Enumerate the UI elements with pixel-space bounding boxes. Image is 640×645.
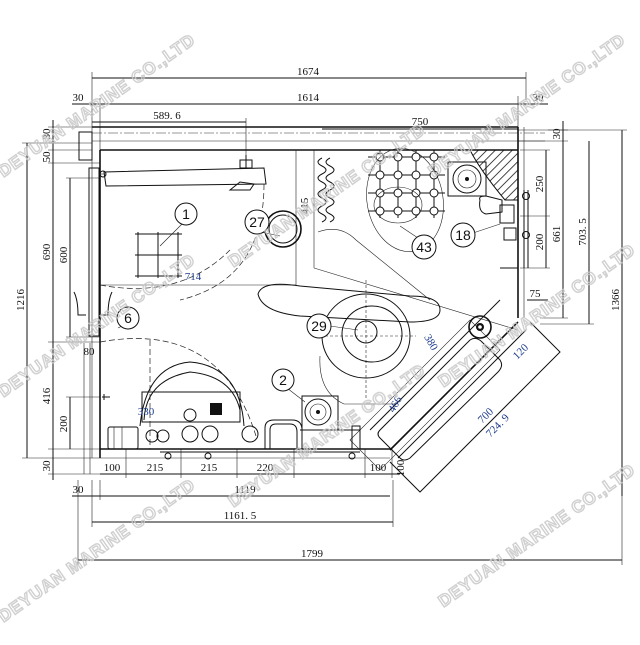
dim-1366: 1366 xyxy=(610,289,622,312)
dim-right-200: 200 xyxy=(534,233,546,250)
dim-416: 416 xyxy=(41,387,53,404)
svg-text:DEYUAN MARINE CO.,LTD: DEYUAN MARINE CO.,LTD xyxy=(435,460,639,611)
callout-1: 1 xyxy=(174,202,198,226)
floor-grating-1 xyxy=(135,232,182,278)
dim-330: 330 xyxy=(138,406,155,418)
dim-left-50: 50 xyxy=(41,151,53,163)
svg-text:43: 43 xyxy=(416,239,432,255)
pipe-arm xyxy=(103,155,267,191)
svg-text:18: 18 xyxy=(455,227,471,243)
callout-43: 43 xyxy=(411,234,437,260)
hatched-corner xyxy=(469,149,519,201)
dim-661: 661 xyxy=(551,226,563,243)
callout-18: 18 xyxy=(450,222,476,248)
callout-27: 27 xyxy=(244,209,270,235)
dim-1119: 1119 xyxy=(234,484,256,496)
dim-1161-5: 1161. 5 xyxy=(224,510,257,522)
svg-text:DEYUAN MARINE CO.,LTD: DEYUAN MARINE CO.,LTD xyxy=(425,30,629,181)
right-dimension-lines xyxy=(518,121,627,496)
dim-bottom-100a: 100 xyxy=(104,462,121,474)
dim-bottom-220: 220 xyxy=(257,462,274,474)
diagonal-panel xyxy=(349,299,561,493)
winch-machinery xyxy=(102,361,361,460)
outlet-fitting xyxy=(468,315,492,339)
top-dimension-lines xyxy=(72,72,548,160)
svg-text:6: 6 xyxy=(124,310,132,326)
room-outline xyxy=(73,126,545,474)
dim-120: 120 xyxy=(511,341,532,362)
svg-text:DEYUAN MARINE CO.,LTD: DEYUAN MARINE CO.,LTD xyxy=(225,360,429,511)
dim-bottom-215a: 215 xyxy=(147,462,164,474)
dim-top-left-30: 30 xyxy=(73,92,85,104)
dim-top-right-30: 30 xyxy=(533,92,545,104)
valve-assembly-18 xyxy=(479,190,530,269)
dim-690: 690 xyxy=(41,243,53,260)
dim-bottom-215b: 215 xyxy=(201,462,218,474)
dim-left-200: 200 xyxy=(58,415,70,432)
dim-bottom-left-30: 30 xyxy=(73,484,85,496)
callout-6: 6 xyxy=(116,306,140,330)
dim-1674: 1674 xyxy=(297,66,320,78)
dim-left-top-30: 30 xyxy=(41,128,53,140)
dim-bottom-100b: 100 xyxy=(370,462,387,474)
dim-1614: 1614 xyxy=(297,92,320,104)
svg-text:2: 2 xyxy=(279,372,287,388)
heating-coil xyxy=(317,157,335,223)
dim-1216: 1216 xyxy=(15,289,27,312)
dim-bottom-100c: 100 xyxy=(395,459,407,476)
callout-29: 29 xyxy=(306,313,332,339)
dim-1799: 1799 xyxy=(301,548,324,560)
callout-2: 2 xyxy=(271,368,295,392)
dim-left-bottom-30: 30 xyxy=(41,460,53,472)
dim-right-30: 30 xyxy=(551,128,563,140)
dim-714: 714 xyxy=(185,271,202,283)
svg-text:29: 29 xyxy=(311,318,327,334)
dim-600: 600 xyxy=(58,246,70,263)
dim-250: 250 xyxy=(534,175,546,192)
bottom-dimension-lines xyxy=(72,449,623,565)
dim-703-5: 703. 5 xyxy=(577,218,589,246)
svg-text:DEYUAN MARINE CO.,LTD: DEYUAN MARINE CO.,LTD xyxy=(435,240,639,391)
grid-panel-43 xyxy=(366,148,445,252)
left-dimension-lines xyxy=(22,120,110,480)
svg-text:DEYUAN MARINE CO.,LTD: DEYUAN MARINE CO.,LTD xyxy=(0,475,199,626)
dim-80: 80 xyxy=(84,346,96,358)
dim-750: 750 xyxy=(412,116,429,128)
dim-589-6: 589. 6 xyxy=(153,110,181,122)
dim-380: 380 xyxy=(421,332,440,353)
dim-75: 75 xyxy=(530,288,542,300)
svg-text:27: 27 xyxy=(249,214,265,230)
floor-drain-top xyxy=(447,161,487,197)
dim-415: 415 xyxy=(299,197,311,214)
svg-text:1: 1 xyxy=(182,206,190,222)
